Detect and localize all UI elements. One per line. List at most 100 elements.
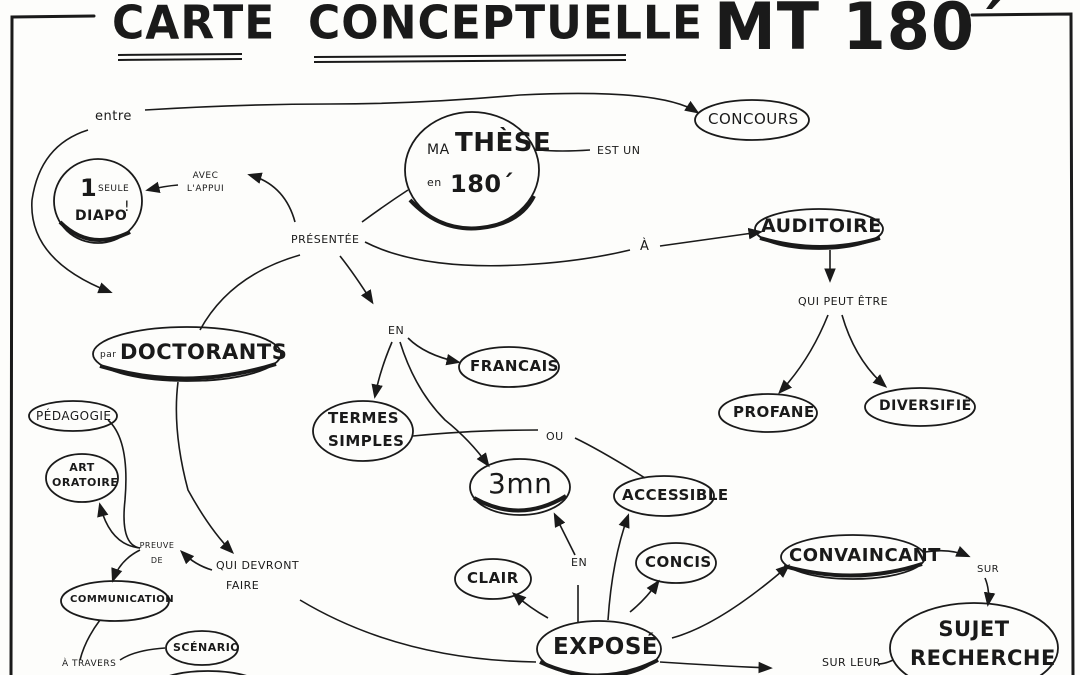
link-quipeut-diversifie bbox=[841, 314, 888, 388]
trois-mn-node: 3mn bbox=[488, 467, 553, 500]
link-presentee-a bbox=[364, 241, 631, 267]
link-expose-convaincant bbox=[671, 564, 791, 639]
link-preuve-communication bbox=[111, 549, 141, 583]
diapo-node-seule: SEULE bbox=[98, 184, 130, 194]
link-label-sur-leur: SUR LEUR bbox=[822, 656, 881, 669]
francais-node: FRANCAIS bbox=[470, 357, 559, 375]
link-expose-concis bbox=[629, 579, 660, 613]
these-node-prefix2: en bbox=[427, 176, 442, 189]
link-en-francais bbox=[407, 337, 461, 366]
link-quipeut-profane bbox=[778, 314, 829, 395]
title-mt180: MT 180´ bbox=[714, 0, 1007, 65]
link-ou-accessible bbox=[574, 437, 646, 479]
sujet-node-line1: SUJET bbox=[938, 617, 1010, 641]
sujet-node-outline bbox=[889, 602, 1059, 675]
link-preuve-pedagogie bbox=[107, 419, 141, 549]
title-conceptuelle: CONCEPTUELLE bbox=[308, 0, 704, 51]
these-node-number: 180´ bbox=[450, 170, 515, 198]
diapo-node-label: DIAPO bbox=[75, 208, 128, 224]
link-label-avec-1: AVEC bbox=[192, 171, 219, 181]
link-presentee-doctorants bbox=[199, 254, 301, 331]
link-entre-doctorants bbox=[31, 129, 113, 294]
diapo-node-one: 1 bbox=[80, 174, 98, 202]
link-quidevront-preuve bbox=[179, 549, 213, 571]
link-label-presentee: PRÉSENTÉE bbox=[291, 233, 360, 246]
link-presentee-en bbox=[339, 255, 374, 305]
termes-node-line2: SIMPLES bbox=[328, 432, 405, 450]
concis-node-outline bbox=[635, 542, 717, 584]
link-these-presentee bbox=[361, 189, 409, 223]
link-communication-atravers bbox=[79, 619, 101, 661]
link-quidevront-expose bbox=[299, 599, 537, 663]
termes-node-line1: TERMES bbox=[328, 409, 400, 427]
scenario-node-outline bbox=[165, 630, 239, 666]
link-expose-surleur bbox=[659, 661, 773, 674]
link-en-3mn-up bbox=[553, 512, 576, 556]
link-label-entre: entre bbox=[95, 109, 132, 124]
expose-node-outline bbox=[536, 620, 662, 675]
pedagogie-node: PÉDAGOGIE bbox=[36, 409, 112, 423]
link-expose-accessible bbox=[607, 513, 630, 621]
link-surleur-sujet bbox=[877, 659, 894, 665]
link-concours-entre bbox=[144, 92, 700, 114]
connectors bbox=[31, 92, 996, 674]
trois-mn-node-outline bbox=[469, 458, 571, 516]
link-avec-diapo bbox=[145, 181, 179, 193]
convaincant-node: CONVAINCANT bbox=[789, 545, 941, 566]
sujet-node-line2: RECHERCHE bbox=[910, 646, 1056, 670]
link-label-avec-2: L'APPUI bbox=[186, 184, 225, 194]
title-carte: CARTE bbox=[112, 0, 276, 51]
auditoire-node: AUDITOIRE bbox=[761, 215, 882, 237]
diversifie-node-outline bbox=[864, 387, 976, 427]
link-label-preuve-1: PREUVE bbox=[139, 541, 175, 550]
expose-node: EXPOSÉ bbox=[553, 634, 659, 660]
link-label-a: À bbox=[640, 239, 650, 254]
these-node-main: THÈSE bbox=[455, 128, 552, 158]
profane-node-outline bbox=[718, 393, 818, 433]
link-label-ou: OU bbox=[546, 430, 564, 443]
doctorants-node-outline bbox=[92, 326, 282, 382]
communication-node: COMMUNICATION bbox=[70, 594, 175, 605]
link-label-qui-peut-etre: QUI PEUT ÊTRE bbox=[798, 295, 889, 308]
these-node-prefix: MA bbox=[427, 142, 450, 158]
title-underlines bbox=[117, 53, 627, 63]
link-termes-ou bbox=[412, 429, 539, 437]
link-a-auditoire bbox=[659, 227, 763, 247]
page-frame bbox=[9, 12, 1075, 675]
concis-node: CONCIS bbox=[645, 553, 712, 571]
link-doctorants-quidevront bbox=[175, 381, 235, 555]
link-en-termes bbox=[371, 341, 393, 399]
clair-node: CLAIR bbox=[467, 569, 519, 587]
art-node-line1: ART bbox=[69, 461, 95, 474]
link-label-qui-devront-2: FAIRE bbox=[226, 579, 260, 592]
link-atravers-scenario bbox=[119, 647, 166, 661]
accessible-node-outline bbox=[613, 475, 715, 517]
link-these-estun bbox=[539, 149, 591, 152]
scenario-node: SCÉNARIO bbox=[173, 641, 241, 654]
link-label-sur: SUR bbox=[977, 564, 1000, 575]
link-label-en-expose: EN bbox=[571, 556, 588, 569]
link-expose-clair bbox=[511, 592, 549, 619]
diapo-node-outline bbox=[53, 158, 143, 244]
art-node-outline bbox=[45, 453, 119, 503]
clair-node-outline bbox=[454, 558, 532, 600]
link-label-a-travers: À TRAVERS bbox=[62, 659, 117, 669]
link-label-preuve-2: DE bbox=[150, 556, 164, 565]
doctorants-node: DOCTORANTS bbox=[120, 340, 288, 364]
art-node-line2: ORATOIRE bbox=[52, 476, 119, 489]
concours-node-outline bbox=[694, 99, 810, 141]
link-convaincant-sur bbox=[924, 546, 971, 558]
node-outlines bbox=[28, 99, 1059, 675]
pedagogie-node-outline bbox=[28, 400, 118, 432]
link-preuve-art bbox=[97, 502, 141, 549]
termes-node-outline bbox=[312, 400, 414, 462]
link-label-qui-devront-1: QUI DEVRONT bbox=[216, 559, 300, 572]
link-presentee-avec bbox=[247, 172, 296, 223]
link-sur-sujet bbox=[983, 577, 996, 607]
link-label-est-un: EST UN bbox=[597, 144, 641, 157]
francais-node-outline bbox=[458, 346, 560, 388]
concours-node: CONCOURS bbox=[708, 110, 799, 128]
link-en-3mn bbox=[399, 341, 490, 468]
